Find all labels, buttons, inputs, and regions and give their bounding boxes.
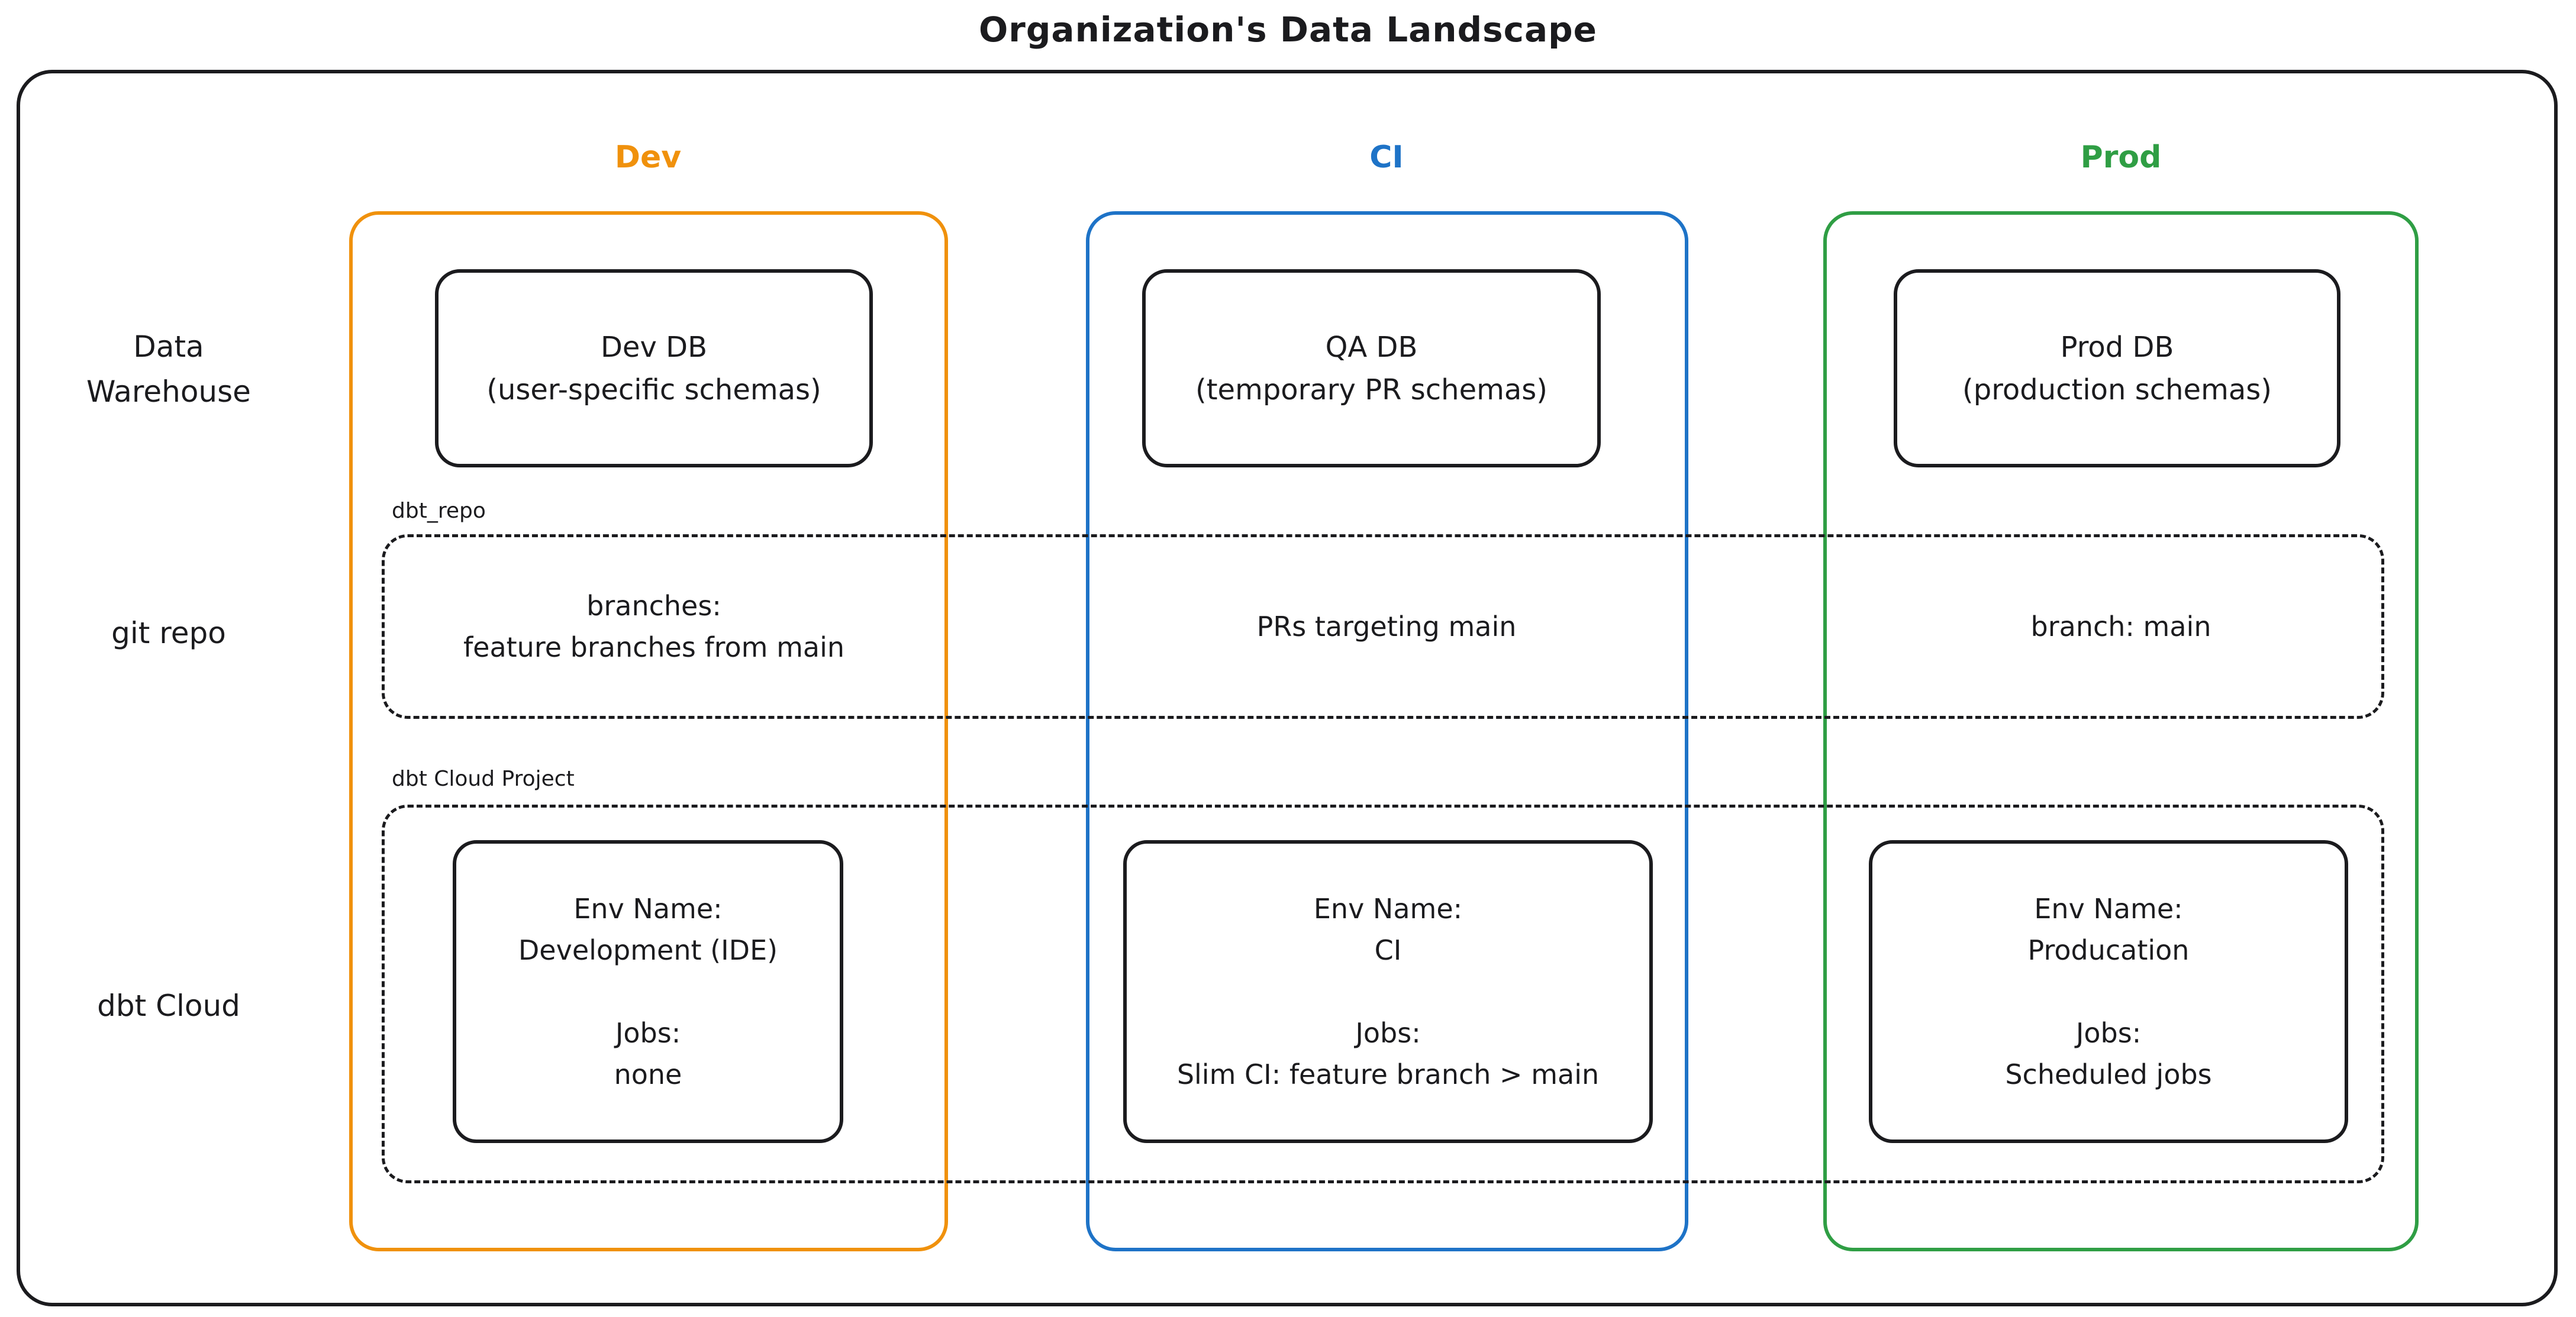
dev-db-box: Dev DB (user-specific schemas)	[435, 269, 873, 467]
column-header-dev: Dev	[614, 140, 682, 175]
prod-db-box: Prod DB (production schemas)	[1894, 269, 2340, 467]
row-label-data-warehouse-line2: Warehouse	[86, 375, 251, 409]
row-label-dbt-cloud: dbt Cloud	[97, 989, 240, 1023]
column-header-ci: CI	[1369, 140, 1404, 175]
prod-jobs-value: Scheduled jobs	[2005, 1058, 2212, 1090]
ci-jobs-label: Jobs:	[1355, 1017, 1421, 1049]
prod-jobs-label: Jobs:	[2075, 1017, 2142, 1049]
column-header-prod: Prod	[2080, 140, 2162, 175]
dev-env-name: Development (IDE)	[518, 934, 778, 966]
git-repo-ci-text: PRs targeting main	[1256, 611, 1517, 643]
ci-env-label: Env Name:	[1313, 893, 1463, 925]
dev-db-title: Dev DB	[600, 330, 708, 364]
dbt-cloud-dashed-box	[382, 805, 2384, 1183]
outer-container	[17, 70, 2558, 1306]
prod-env-label: Env Name:	[2034, 893, 2183, 925]
dev-env-label: Env Name:	[573, 893, 723, 925]
qa-db-box: QA DB (temporary PR schemas)	[1142, 269, 1601, 467]
qa-db-title: QA DB	[1325, 330, 1418, 364]
column-frame-dev	[349, 211, 948, 1251]
dev-db-subtitle: (user-specific schemas)	[486, 373, 821, 406]
ci-env-name: CI	[1374, 934, 1402, 966]
ci-jobs-value: Slim CI: feature branch > main	[1176, 1058, 1600, 1090]
prod-environment-box: Env Name: Producation Jobs: Scheduled jo…	[1869, 840, 2348, 1143]
dev-jobs-value: none	[614, 1058, 682, 1090]
git-repo-dev-text: branches: feature branches from main	[391, 534, 917, 719]
dbt-cloud-region-label: dbt Cloud Project	[392, 767, 575, 791]
row-label-git-repo: git repo	[111, 616, 226, 650]
qa-db-subtitle: (temporary PR schemas)	[1195, 373, 1548, 406]
git-repo-dev-line2: feature branches from main	[463, 631, 845, 663]
prod-env-name: Producation	[2027, 934, 2190, 966]
ci-environment-box: Env Name: CI Jobs: Slim CI: feature bran…	[1123, 840, 1653, 1143]
column-frame-prod	[1823, 211, 2419, 1251]
dev-jobs-label: Jobs:	[615, 1017, 681, 1049]
git-repo-dashed-box	[382, 534, 2384, 719]
row-label-data-warehouse: Data Warehouse	[41, 324, 296, 414]
dev-environment-box: Env Name: Development (IDE) Jobs: none	[453, 840, 843, 1143]
prod-db-title: Prod DB	[2060, 330, 2174, 364]
git-repo-prod-text: branch: main	[2030, 611, 2211, 643]
row-label-data-warehouse-line1: Data	[133, 330, 204, 364]
column-frame-ci	[1086, 211, 1688, 1251]
git-repo-region-label: dbt_repo	[392, 499, 486, 523]
diagram-title: Organization's Data Landscape	[979, 9, 1597, 50]
prod-db-subtitle: (production schemas)	[1962, 373, 2272, 406]
git-repo-dev-line1: branches:	[586, 590, 721, 622]
